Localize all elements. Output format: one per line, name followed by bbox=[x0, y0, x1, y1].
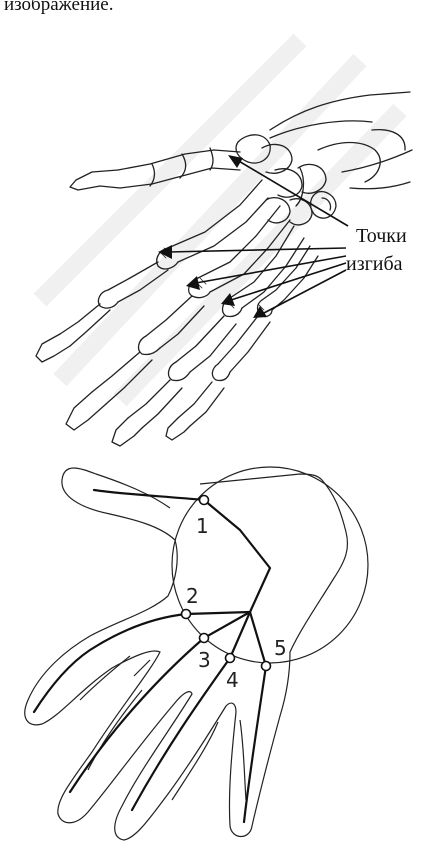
joint-markers bbox=[182, 496, 271, 671]
bend-points-label-line2: изгиба bbox=[346, 254, 403, 274]
joint-number-3: 3 bbox=[198, 650, 211, 670]
joint-4 bbox=[226, 654, 235, 663]
joint-1 bbox=[200, 496, 209, 505]
bend-points-label-line1: Точки bbox=[356, 226, 407, 246]
joint-number-4: 4 bbox=[226, 670, 239, 690]
joint-5 bbox=[262, 662, 271, 671]
joint-3 bbox=[200, 634, 209, 643]
joint-number-5: 5 bbox=[274, 638, 287, 658]
joint-number-1: 1 bbox=[196, 516, 209, 536]
joint-2 bbox=[182, 610, 191, 619]
joint-number-2: 2 bbox=[186, 586, 199, 606]
